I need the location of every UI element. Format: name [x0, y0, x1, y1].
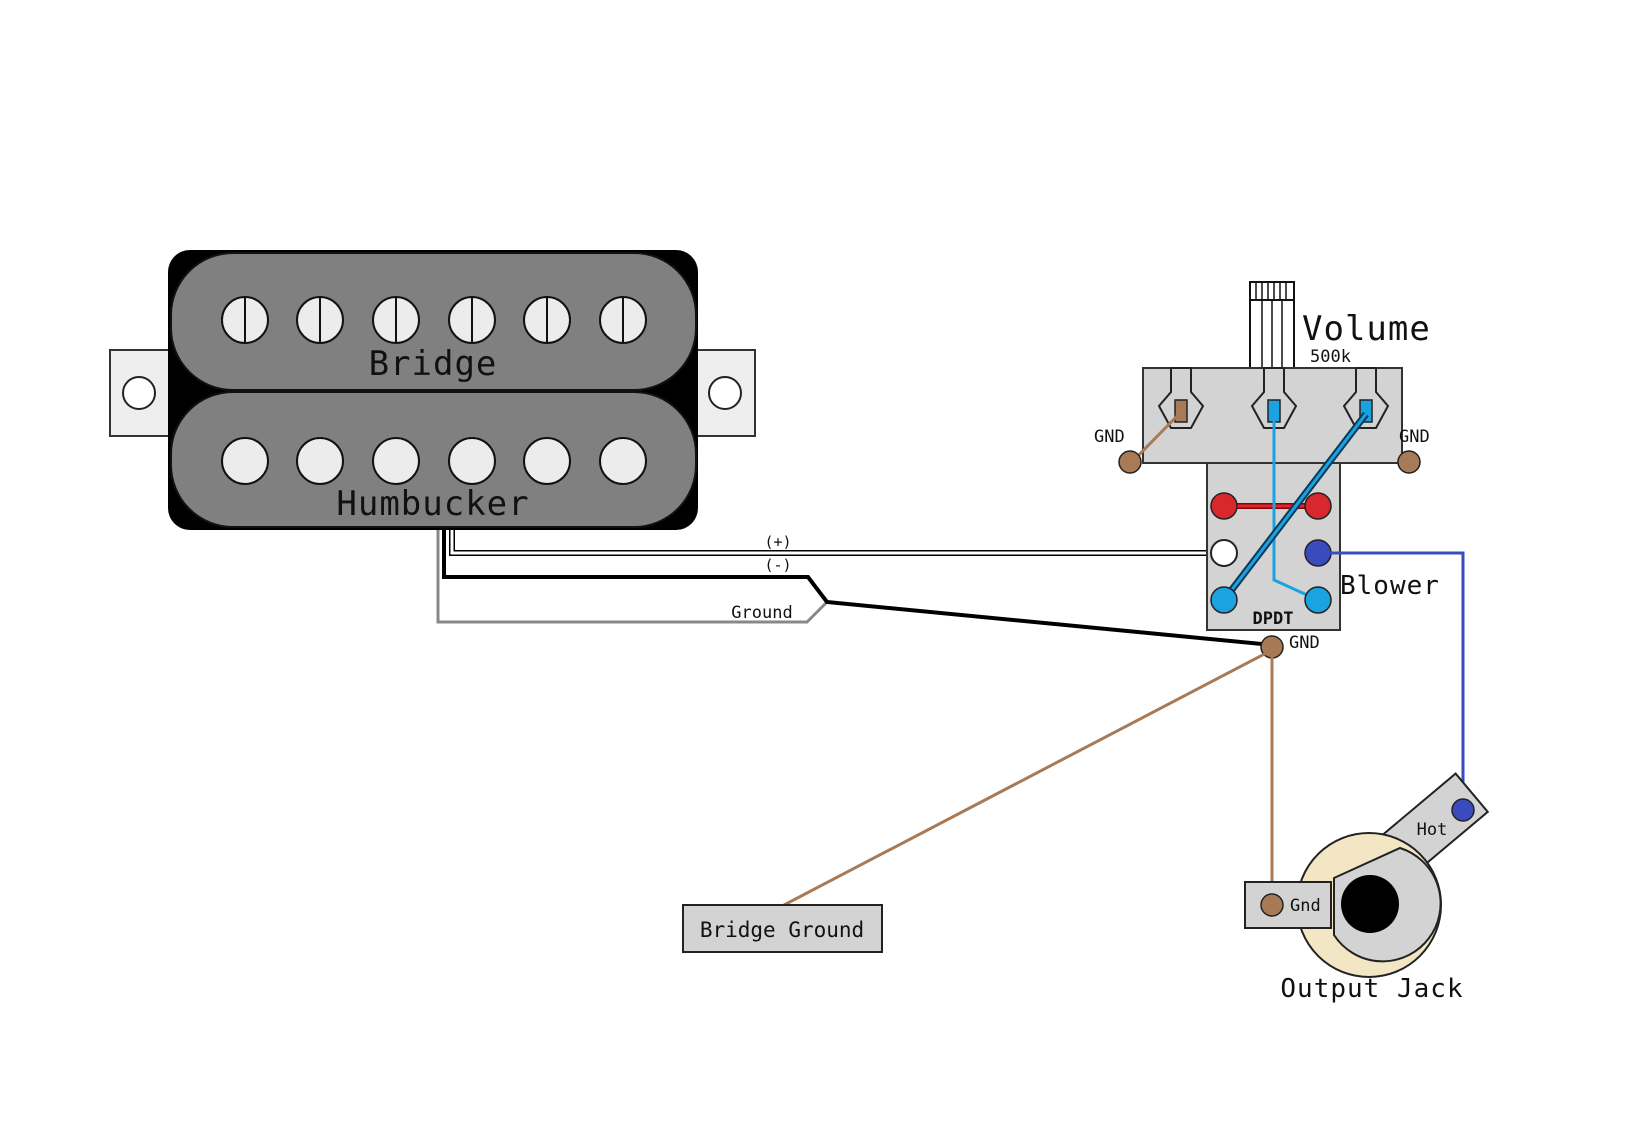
- switch-lug-top-left: [1210, 492, 1238, 520]
- pot-gnd-right-point: [1397, 450, 1421, 474]
- pot-lug-1: [1157, 367, 1205, 429]
- pole-slug: [296, 437, 344, 485]
- switch-lug-top-right: [1304, 492, 1332, 520]
- bridge-ground: Bridge Ground: [682, 904, 883, 953]
- jack-gnd-label: Gnd: [1290, 896, 1321, 916]
- switch-wiring: DPDT Blower GND: [1118, 410, 1440, 659]
- dpdt-label: DPDT: [1253, 609, 1294, 629]
- output-jack: Hot Gnd Output Jack: [1244, 772, 1490, 1004]
- output-jack-label: Output Jack: [1280, 974, 1463, 1004]
- pole-screws-top: [221, 296, 647, 344]
- pickup-bottom-label: Humbucker: [336, 484, 529, 524]
- jack-gnd-tab: [1244, 881, 1332, 929]
- lug1-ground-wire: [1130, 410, 1183, 464]
- switch-lug-bottom-left: [1210, 586, 1238, 614]
- pickup-coil-top: [170, 252, 697, 391]
- pole-slug: [599, 437, 647, 485]
- bridge-ground-box: [682, 904, 883, 953]
- jack-gnd-point: [1260, 893, 1284, 917]
- jack-hot-label: Hot: [1417, 820, 1448, 840]
- pole-slug: [221, 437, 269, 485]
- pot-gnd-left-point: [1118, 450, 1142, 474]
- switch-lug-mid-left: [1210, 539, 1238, 567]
- ground-wire: [436, 530, 829, 624]
- switch-lug-bottom-right: [1304, 586, 1332, 614]
- volume-value: 500k: [1310, 347, 1351, 367]
- lug-1-solder: [1174, 399, 1188, 423]
- pole-slugs-bottom: [221, 437, 647, 485]
- humbucker-pickup: Bridge Humbucker: [109, 250, 756, 530]
- plus-wire: [450, 530, 1224, 555]
- pole-slug: [448, 437, 496, 485]
- pickup-coil-bottom: [170, 391, 697, 528]
- switch-gnd-label: GND: [1289, 633, 1320, 653]
- pot-lugs: [1157, 367, 1390, 429]
- pickup-left-screw-hole: [122, 376, 156, 410]
- pot-gnd-left-label: GND: [1094, 427, 1125, 447]
- pickup-top-label: Bridge: [369, 344, 498, 384]
- pot-gnd-right-label: GND: [1399, 427, 1430, 447]
- pickup-leads: (+) (-) Ground: [436, 530, 1273, 647]
- hot-wire: [1318, 551, 1465, 810]
- jack-hot-point: [1451, 798, 1475, 822]
- plus-label: (+): [764, 533, 791, 551]
- volume-title: Volume: [1302, 309, 1431, 349]
- pot-lug-3: [1342, 367, 1390, 429]
- switch-name-label: Blower: [1340, 571, 1440, 601]
- minus-label: (-): [764, 556, 791, 574]
- minus-wire: [442, 530, 1273, 647]
- pole-slug: [523, 437, 571, 485]
- pickup-right-screw-hole: [708, 376, 742, 410]
- bridge-ground-wire: [783, 648, 1273, 907]
- plus-wire-outline: [449, 530, 1224, 556]
- lug2-switch-wire: [1272, 414, 1319, 602]
- pole-slug: [372, 437, 420, 485]
- bridge-ground-label: Bridge Ground: [700, 918, 864, 942]
- jack-hole: [1341, 875, 1399, 933]
- pot-lug-2: [1250, 367, 1298, 429]
- lug3-switch-wire: [1222, 413, 1368, 601]
- ground-label: Ground: [731, 603, 792, 623]
- output-wiring: [783, 551, 1465, 907]
